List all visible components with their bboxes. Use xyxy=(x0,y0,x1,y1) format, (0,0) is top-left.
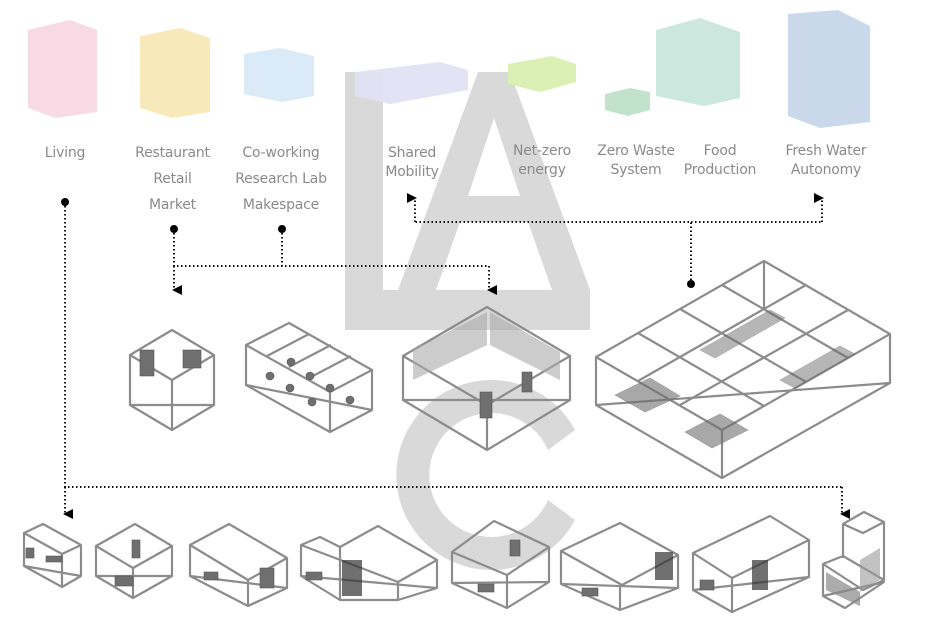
label-line: energy xyxy=(518,162,566,178)
label-line: Production xyxy=(683,162,757,178)
block-living xyxy=(28,20,97,118)
module-housing-4 xyxy=(299,524,439,602)
label-line: Restaurant xyxy=(135,145,210,161)
label-waste: Zero Waste System xyxy=(588,142,684,180)
label-line: Retail xyxy=(153,171,192,187)
block-energy xyxy=(508,56,576,92)
module-housing-1 xyxy=(22,522,83,589)
label-water: Fresh Water Autonomy xyxy=(770,142,882,180)
module-housing-6 xyxy=(559,521,680,612)
label-line: System xyxy=(610,162,662,178)
module-utility-unit xyxy=(821,510,886,610)
block-work xyxy=(244,48,314,102)
watermark-letter-c xyxy=(396,380,575,570)
block-mobility xyxy=(355,62,468,104)
module-coworking-floor xyxy=(594,259,892,480)
block-food xyxy=(656,18,740,106)
connector-infrastructure xyxy=(407,193,824,288)
label-line: Living xyxy=(44,145,86,161)
label-line: Mobility xyxy=(385,164,439,180)
connector-commerce-work xyxy=(170,225,497,295)
label-line: Food xyxy=(703,143,737,159)
block-waste xyxy=(605,88,650,116)
label-line: Zero Waste xyxy=(597,143,675,159)
module-market-hall xyxy=(401,305,572,452)
label-line: Market xyxy=(149,197,196,213)
module-retail-unit xyxy=(128,328,216,432)
block-commerce xyxy=(140,28,210,118)
label-living: Living xyxy=(30,140,100,166)
label-line: Net-zero xyxy=(512,143,571,159)
label-line: Co-working xyxy=(242,145,320,161)
label-line: Makespace xyxy=(242,197,320,213)
watermark-letter-l xyxy=(345,72,590,330)
label-mobility: Shared Mobility xyxy=(372,144,452,182)
block-water xyxy=(788,10,870,128)
label-line: Research Lab xyxy=(235,171,327,187)
watermark-letter-a xyxy=(398,72,590,290)
label-energy: Net-zero energy xyxy=(502,142,582,180)
module-restaurant-tables xyxy=(244,321,374,434)
label-line: Shared xyxy=(387,145,437,161)
connector-living xyxy=(61,198,850,519)
module-housing-3 xyxy=(188,522,289,608)
label-line: Autonomy xyxy=(790,162,862,178)
label-food: Food Production xyxy=(676,142,764,180)
module-housing-2 xyxy=(94,522,174,600)
label-line: Fresh Water xyxy=(785,143,867,159)
label-commerce: Restaurant Retail Market xyxy=(125,140,220,218)
label-work: Co-working Research Lab Makespace xyxy=(225,140,337,218)
module-housing-7 xyxy=(691,514,811,614)
module-housing-5 xyxy=(450,519,551,610)
